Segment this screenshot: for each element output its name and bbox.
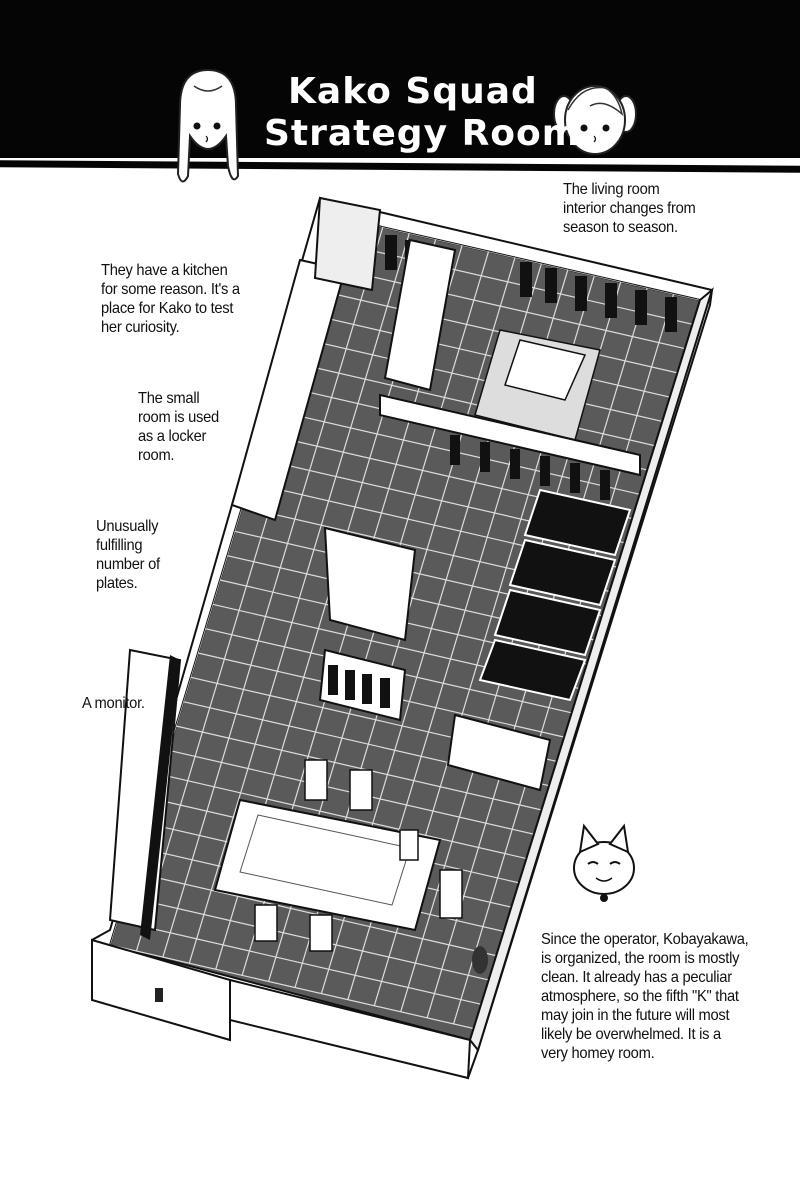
- partition-windows: [450, 435, 610, 500]
- caption-locker-room: The small room is used as a locker room.: [138, 390, 219, 464]
- kotatsu-table: [504, 339, 587, 401]
- fridge: [313, 196, 382, 292]
- back-windows: [385, 235, 677, 332]
- caption-operator: Since the operator, Kobayakawa, is organ…: [541, 931, 749, 1062]
- grid-line: [300, 311, 671, 398]
- front-wall-right: [229, 978, 472, 1080]
- monitor-wall: [108, 648, 182, 932]
- right-wall: [468, 287, 714, 1053]
- usami-face-icon: [553, 85, 637, 155]
- partition-wall: [379, 393, 641, 477]
- grid-line: [117, 920, 488, 1007]
- cat-mascot-icon: [573, 823, 635, 902]
- table-top: [239, 814, 411, 906]
- caption-kitchen: They have a kitchen for some reason. It'…: [101, 262, 240, 336]
- sofas: [478, 488, 632, 702]
- grid-line: [329, 215, 700, 301]
- middle-windows: [328, 665, 390, 708]
- title-line-1: Kako Squad: [288, 71, 538, 112]
- grid-line: [175, 725, 547, 812]
- grid-line: [293, 336, 664, 423]
- caption-living-room: The living room interior changes from se…: [563, 181, 696, 236]
- chairs: [254, 759, 463, 952]
- grid-line: [322, 238, 693, 325]
- bookshelf: [446, 713, 552, 792]
- grid-line: [307, 287, 679, 374]
- locker-wall: [323, 526, 417, 642]
- kako-face-icon: [176, 68, 240, 183]
- grid-line: [161, 774, 532, 861]
- caption-monitor: A monitor.: [82, 695, 145, 712]
- light-switch-icon: [155, 988, 163, 1002]
- monitor: [140, 655, 180, 940]
- plant: [472, 946, 488, 974]
- grid-line: [315, 263, 686, 350]
- grid-line: [110, 944, 481, 1031]
- title-line-2: Strategy Room: [264, 113, 581, 154]
- banner-divider: [0, 158, 800, 164]
- title-banner: [0, 0, 800, 158]
- caption-plates: Unusually fulfilling number of plates.: [96, 518, 160, 592]
- grid-line: [285, 360, 657, 447]
- kitchen-island: [383, 238, 457, 392]
